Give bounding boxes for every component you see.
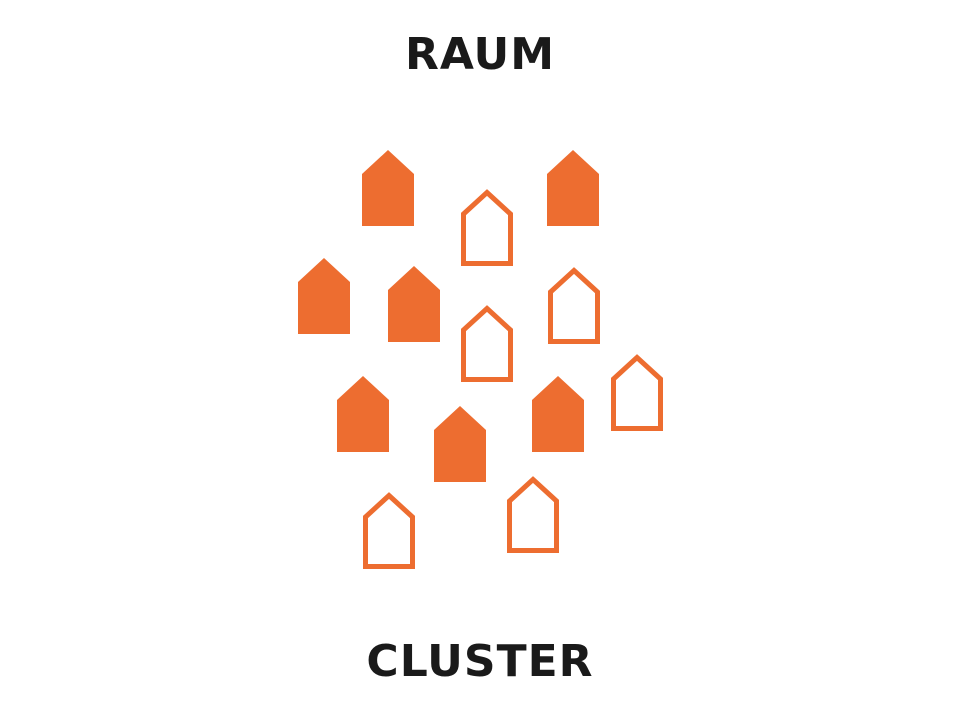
house-outline-icon bbox=[363, 492, 415, 569]
house-outline-icon bbox=[548, 267, 600, 344]
diagram-title-top: RAUM bbox=[404, 29, 556, 80]
house-filled-icon bbox=[532, 376, 584, 452]
diagram-title-bottom: CLUSTER bbox=[366, 636, 594, 687]
house-filled-icon bbox=[434, 406, 486, 482]
house-filled-icon bbox=[362, 150, 414, 226]
house-filled-icon bbox=[337, 376, 389, 452]
house-outline-icon bbox=[461, 189, 513, 266]
house-filled-icon bbox=[298, 258, 350, 334]
house-outline-icon bbox=[611, 354, 663, 431]
house-filled-icon bbox=[547, 150, 599, 226]
house-outline-icon bbox=[461, 305, 513, 382]
house-outline-icon bbox=[507, 476, 559, 553]
house-filled-icon bbox=[388, 266, 440, 342]
